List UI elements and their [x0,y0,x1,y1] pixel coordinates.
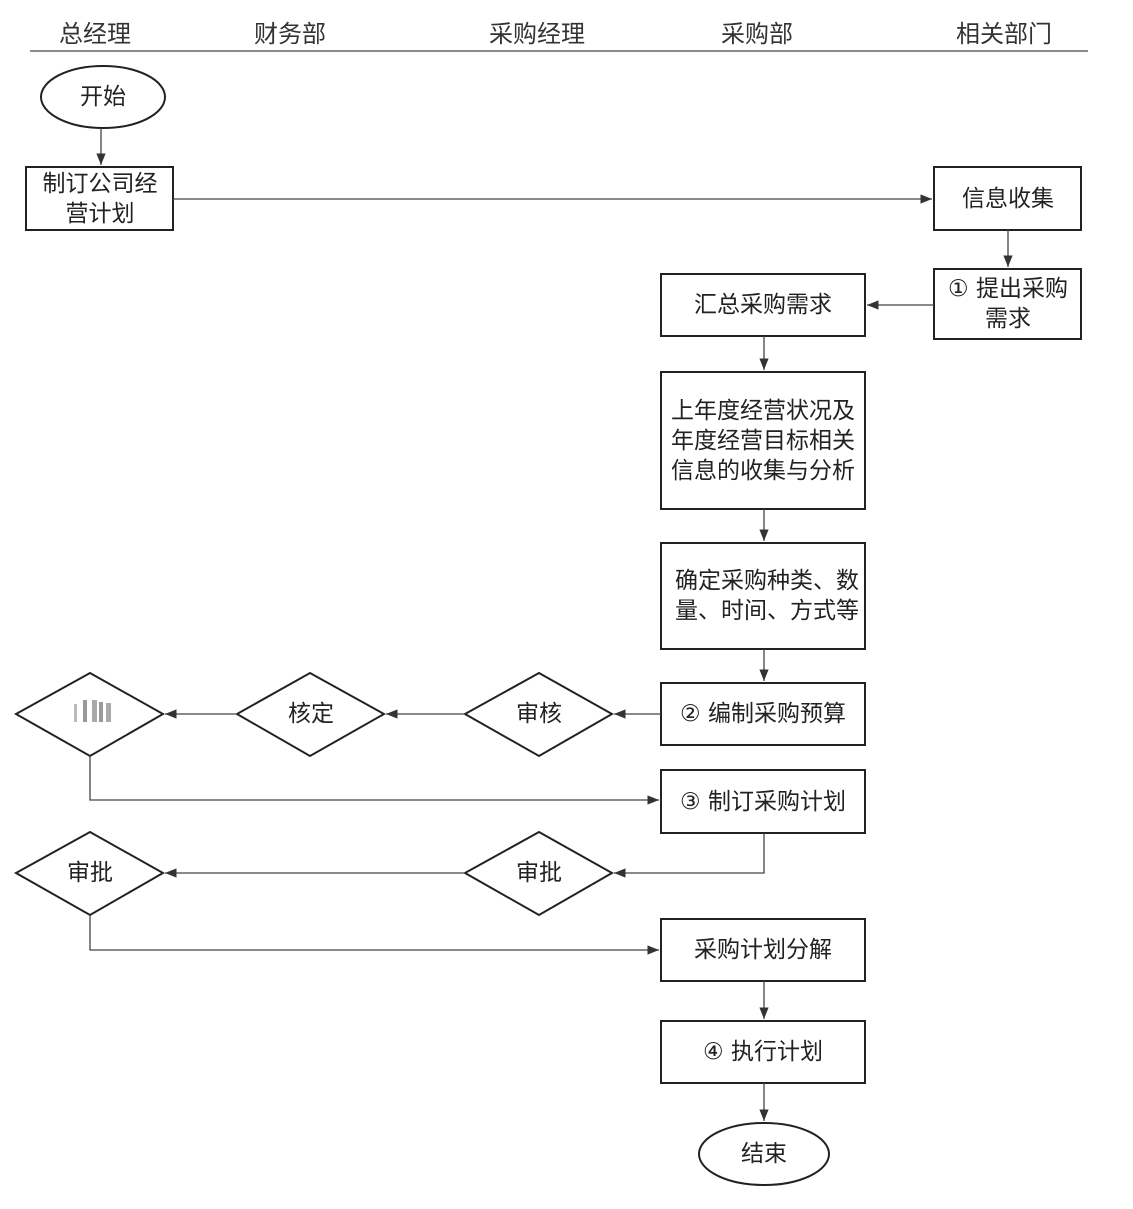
lane-related-depts: 相关部门 [956,20,1052,48]
make-plan-box [660,769,866,834]
edge-make-plan-to-approve [614,833,765,878]
lane-general-manager: 总经理 [59,20,131,48]
company-plan-label: 制订公司经营计划 [42,170,158,227]
submit-needs-box [933,268,1082,340]
start-label: 开始 [80,84,126,110]
lane-finance: 财务部 [254,20,326,48]
edge-approve-gm-to-decompose [89,915,659,955]
determine-box [660,542,866,650]
info-collect-label: 信息收集 [962,185,1054,212]
approve-mgr-label: 审批 [516,860,562,886]
lane-purchasing-dept: 采购部 [721,20,793,48]
determine-label: 确定采购种类、数量、时间、方式等 [675,568,859,624]
analysis-box [660,371,866,510]
budget-box [660,682,866,746]
lane-purchasing-manager: 采购经理 [489,20,585,48]
decompose-label: 采购计划分解 [694,937,832,963]
decompose-box [660,918,866,982]
illegible-mark [74,700,111,722]
review-label: 审核 [516,701,562,727]
approve-mgr-diamond [462,830,615,917]
budget-label: ② 编制采购预算 [680,701,846,727]
edge-gm-to-make-plan [89,756,659,805]
analysis-label: 上年度经营状况及年度经营目标相关信息的收集与分析 [671,397,855,484]
end-label: 结束 [741,1141,787,1167]
verify-diamond [234,671,387,758]
make-plan-label: ③ 制订采购计划 [680,788,846,815]
summarize-needs-box [660,273,866,337]
execute-box [660,1020,866,1084]
approve-gm-label: 审批 [67,860,113,886]
review-diamond [462,671,615,758]
start-node [40,65,166,129]
end-node [698,1122,830,1186]
company-plan-box [25,166,174,231]
submit-needs-label: ① 提出采购需求 [948,276,1068,332]
execute-label: ④ 执行计划 [703,1039,823,1065]
verify-label: 核定 [288,701,334,727]
gm-decision-diamond [13,671,166,758]
summarize-needs-label: 汇总采购需求 [694,292,832,318]
